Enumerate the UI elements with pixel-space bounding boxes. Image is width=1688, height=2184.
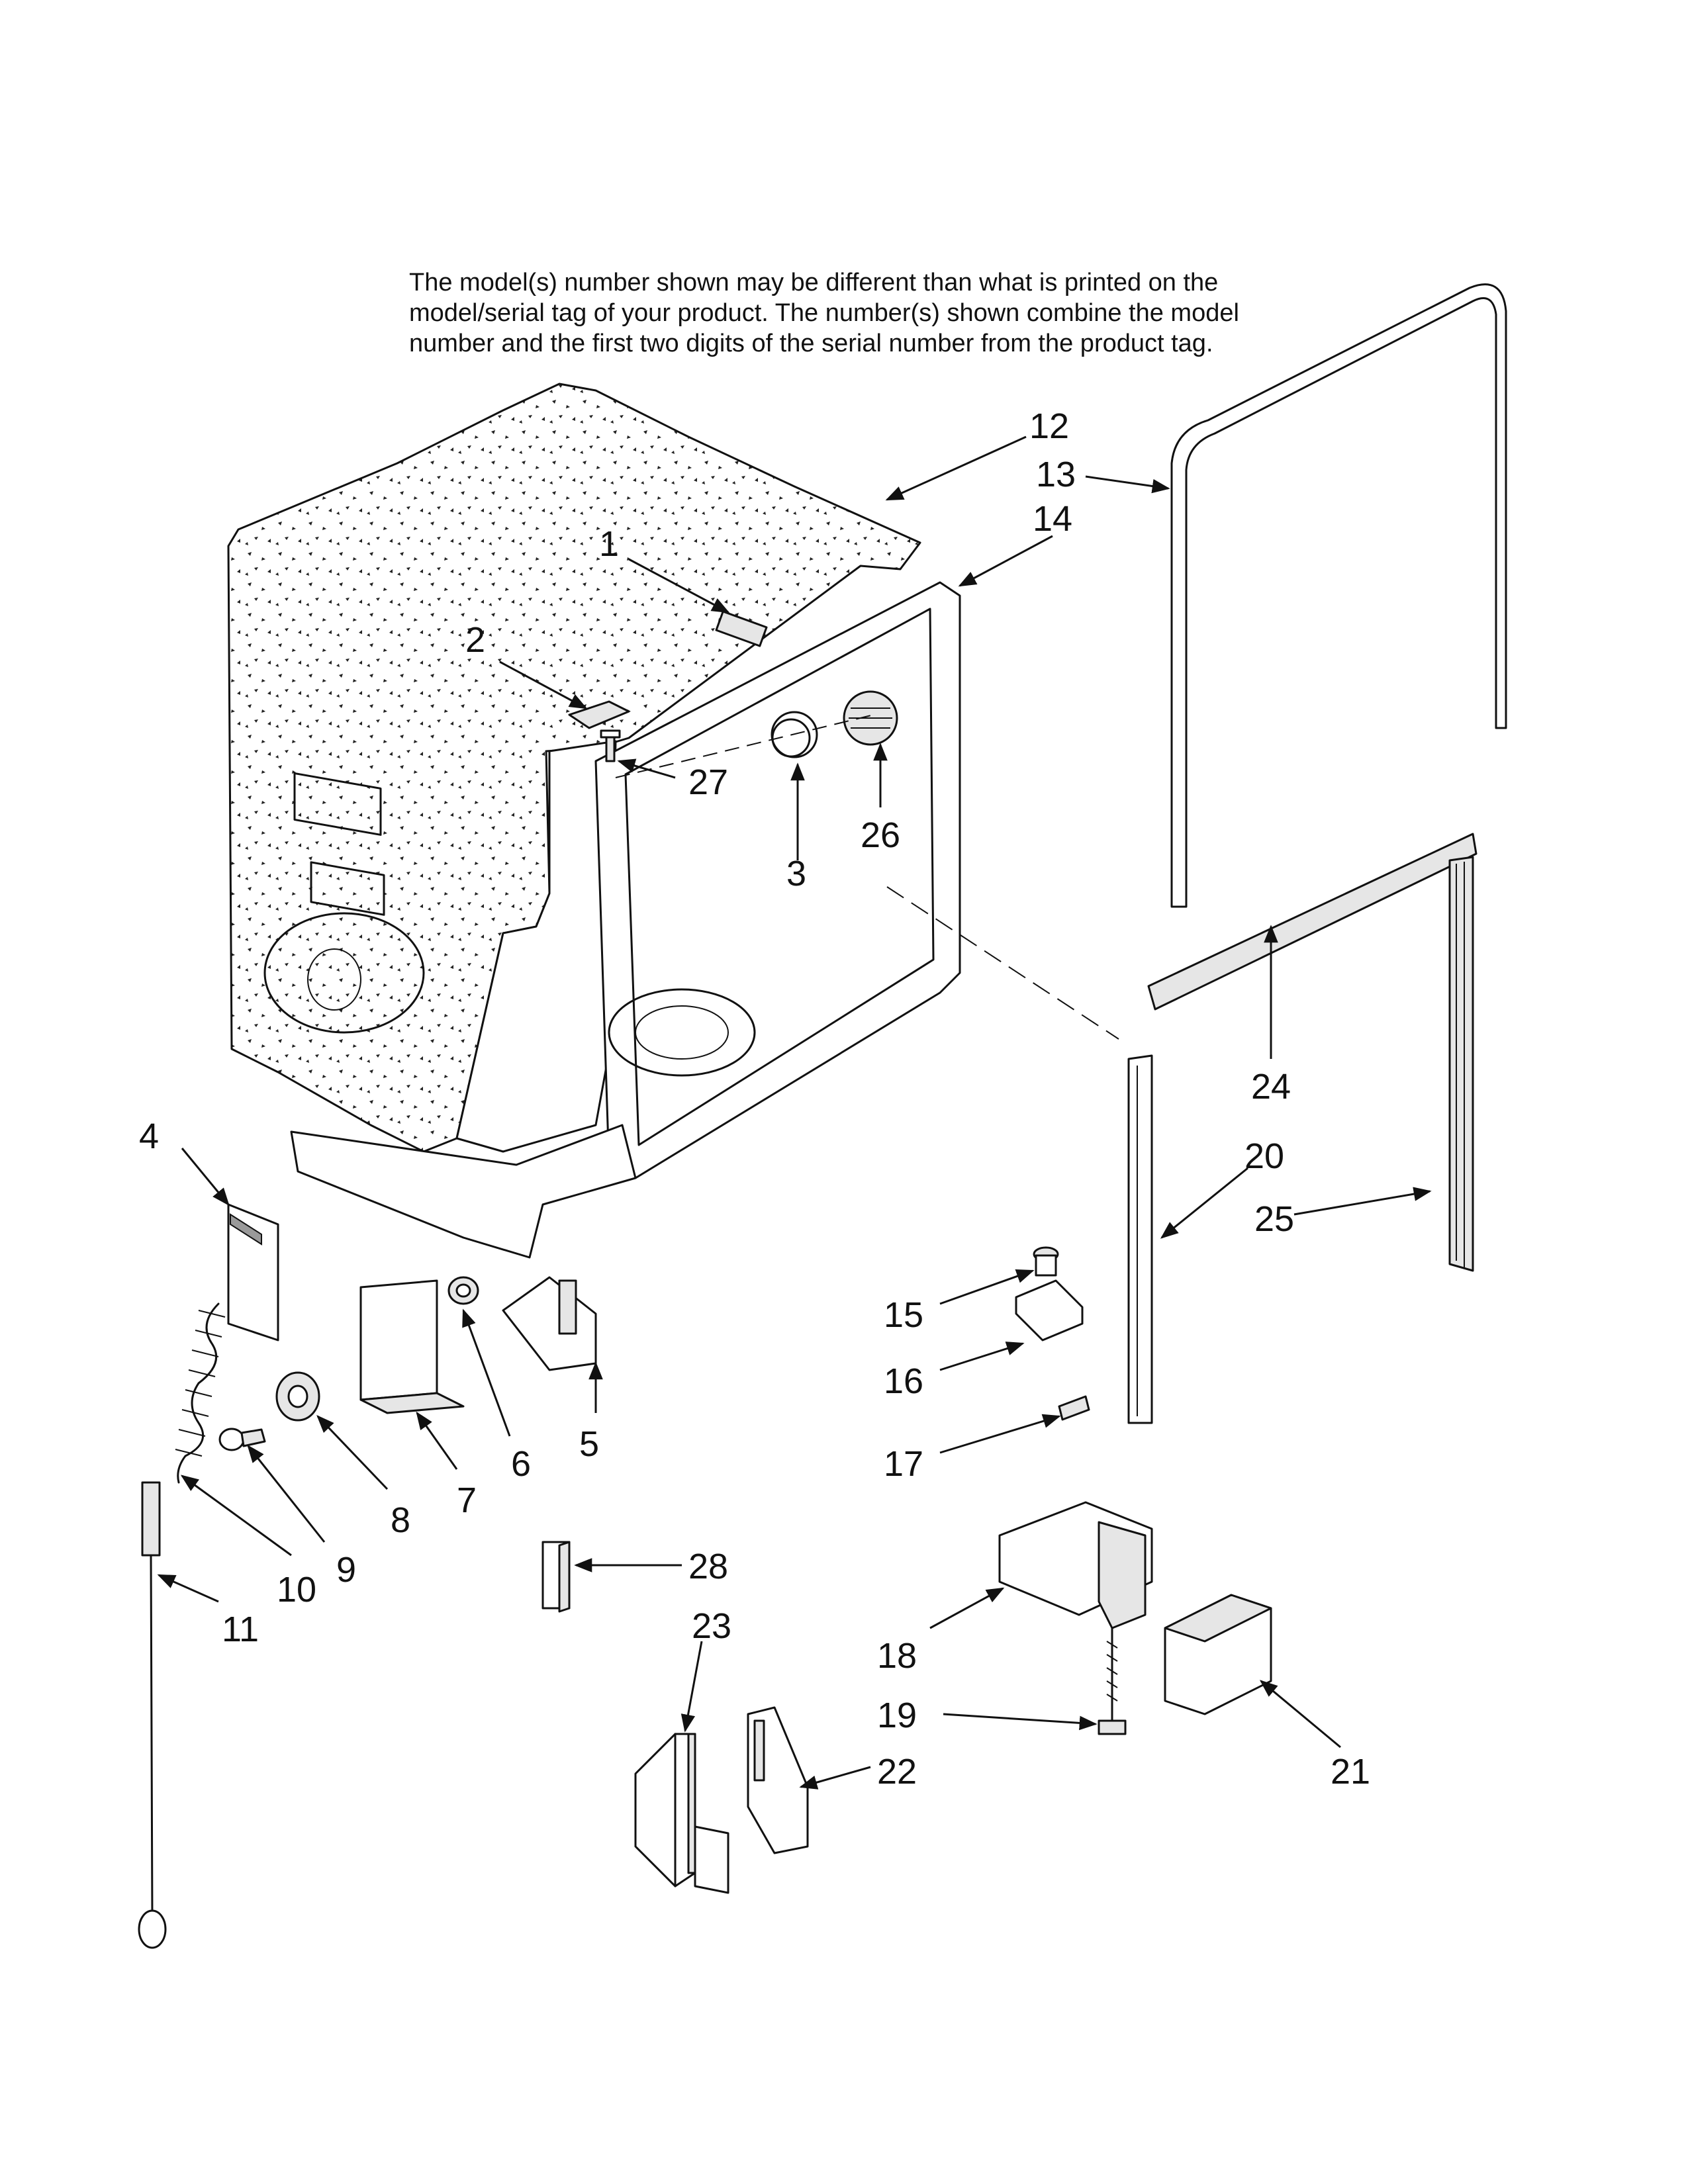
tub-side-opening-inner	[307, 948, 361, 1011]
callout-21: 21	[1331, 1752, 1370, 1792]
tub-wall-vent-slats	[849, 707, 892, 729]
right-side-strip	[1448, 856, 1474, 1272]
part-22-bracket	[747, 1706, 809, 1854]
tub-side-opening	[263, 912, 425, 1034]
callout-6: 6	[511, 1444, 531, 1484]
callout-7: 7	[457, 1480, 477, 1520]
callout-9: 9	[336, 1550, 356, 1590]
notice-line-3: number and the first two digits of the s…	[409, 330, 1213, 357]
callout-23: 23	[692, 1606, 731, 1646]
part-19-leveling-leg	[1098, 1627, 1127, 1735]
leader-lines	[157, 435, 1432, 1790]
part-16-clip	[1015, 1279, 1084, 1342]
callout-14: 14	[1033, 499, 1072, 539]
tub-sump-inner	[635, 1005, 729, 1060]
callout-15: 15	[884, 1295, 923, 1335]
part-9-screw	[218, 1428, 266, 1451]
callout-26: 26	[861, 815, 900, 855]
tub-side-vent-1	[293, 772, 382, 836]
callout-1: 1	[599, 524, 619, 564]
part-15-bumper	[1033, 1246, 1059, 1277]
vent-part-1	[715, 610, 768, 647]
callout-3: 3	[786, 854, 806, 893]
part-11-cable	[138, 1481, 167, 1949]
top-strip	[1147, 833, 1477, 1011]
tub-side-vent-2	[310, 861, 385, 916]
part-4-bracket	[227, 1203, 279, 1342]
tub-insulation-blanket	[227, 383, 921, 1153]
callout-20: 20	[1244, 1136, 1284, 1176]
part-17-screw	[1058, 1395, 1090, 1421]
callout-10: 10	[277, 1570, 316, 1610]
part-18-leveling-bracket	[998, 1501, 1153, 1629]
part-10-spring	[175, 1302, 226, 1484]
tub-front-frame-inner	[624, 608, 935, 1146]
part-5-hinge-bracket	[502, 1276, 597, 1371]
callout-8: 8	[391, 1500, 410, 1540]
part-7-plate	[359, 1279, 465, 1414]
tub-centerline	[886, 886, 1119, 1040]
callout-12: 12	[1029, 406, 1069, 446]
part-21-cover	[1164, 1594, 1272, 1715]
part-8-wheel	[275, 1371, 320, 1422]
callout-19: 19	[877, 1696, 917, 1735]
callout-11: 11	[222, 1610, 259, 1649]
callout-25: 25	[1254, 1199, 1294, 1239]
vent-part-2	[568, 700, 630, 729]
gasket-ring-3	[771, 718, 811, 758]
callout-labels: 1 2 3 4 5 6 7 8 9 10 11 12 13 14 15 16 1…	[139, 406, 1370, 1792]
tub-base	[290, 1124, 637, 1259]
callout-16: 16	[884, 1361, 923, 1401]
part-28-clip	[541, 1541, 571, 1613]
tub-assembly	[227, 383, 1119, 1259]
callout-13: 13	[1036, 455, 1076, 494]
left-side-strip	[1127, 1054, 1153, 1424]
screw-27	[600, 729, 621, 762]
callout-24: 24	[1251, 1067, 1291, 1107]
notice-line-1: The model(s) number shown may be differe…	[409, 269, 1219, 296]
callout-27: 27	[688, 762, 728, 802]
notice-line-2: model/serial tag of your product. The nu…	[409, 299, 1239, 327]
door-seal	[1170, 283, 1507, 908]
callout-2: 2	[465, 620, 485, 660]
model-number-notice: The model(s) number shown may be differe…	[409, 267, 1323, 359]
tub-sump	[608, 988, 756, 1077]
callout-22: 22	[877, 1752, 917, 1792]
callout-18: 18	[877, 1636, 917, 1676]
callout-4: 4	[139, 1116, 159, 1156]
callout-28: 28	[688, 1547, 728, 1586]
part-23-cover	[634, 1733, 729, 1894]
part-6-nut	[447, 1276, 479, 1305]
callout-17: 17	[884, 1444, 923, 1484]
callout-5: 5	[579, 1424, 599, 1464]
